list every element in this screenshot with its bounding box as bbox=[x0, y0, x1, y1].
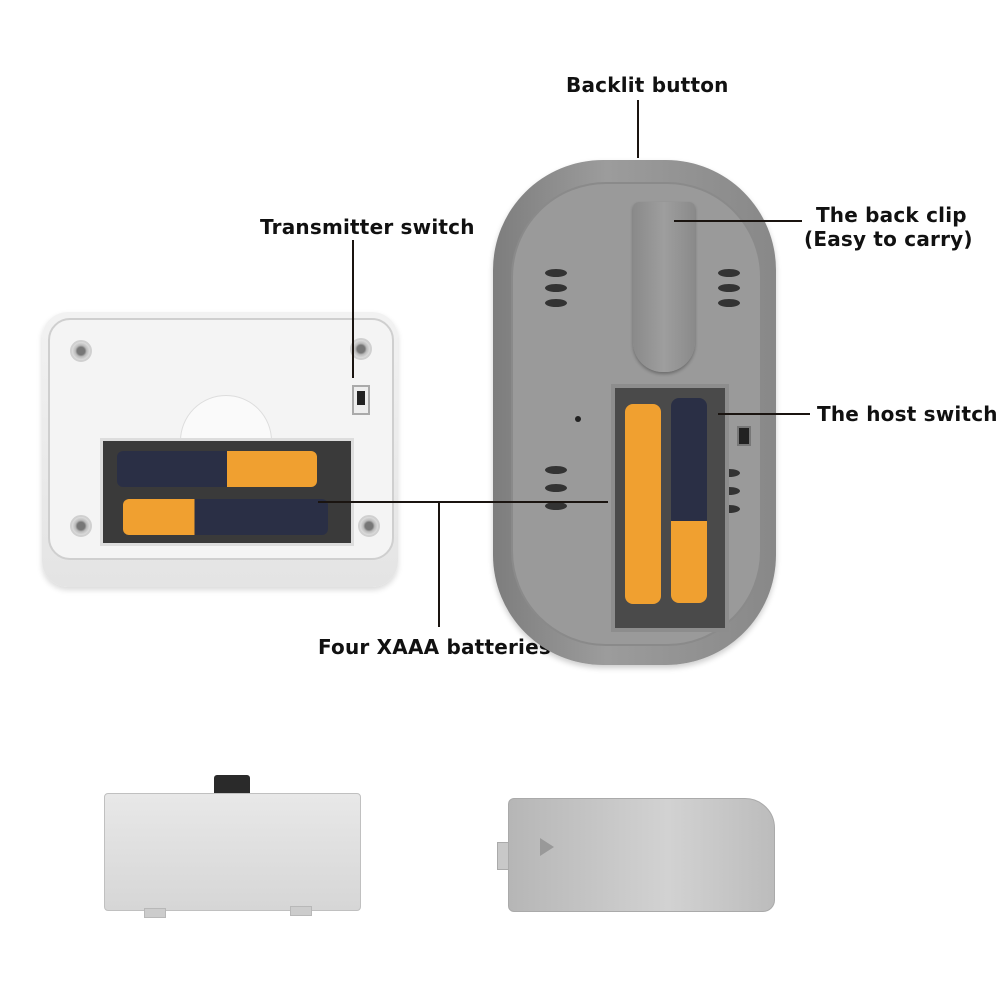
transmitter-battery-bay bbox=[100, 438, 354, 546]
vent-slot bbox=[718, 299, 740, 307]
leader-clip bbox=[674, 220, 802, 222]
label-batteries: Four XAAA batteries bbox=[318, 635, 551, 659]
label-transmitter-switch: Transmitter switch bbox=[260, 215, 475, 239]
reset-hole[interactable] bbox=[575, 416, 581, 422]
cover-foot bbox=[144, 908, 166, 918]
leader-backlit bbox=[637, 100, 639, 158]
battery-icon bbox=[123, 499, 328, 535]
vent-slot bbox=[718, 469, 740, 477]
battery-icon bbox=[671, 398, 707, 603]
leader-host-switch bbox=[718, 413, 810, 415]
vent-slot bbox=[718, 505, 740, 513]
vent-slot bbox=[545, 269, 567, 277]
screw-icon bbox=[358, 515, 380, 537]
screw-icon bbox=[350, 338, 372, 360]
arrow-right-icon bbox=[540, 838, 554, 856]
screw-icon bbox=[70, 340, 92, 362]
label-back-clip-line1: The back clip bbox=[815, 203, 967, 227]
transmitter-face bbox=[48, 318, 394, 560]
host-switch[interactable] bbox=[737, 426, 751, 446]
transmitter-battery-cover bbox=[104, 793, 361, 911]
vent-slot bbox=[545, 484, 567, 492]
vent-slot bbox=[545, 502, 567, 510]
vent-slot bbox=[545, 299, 567, 307]
transmitter-switch[interactable] bbox=[352, 385, 370, 415]
leader-transmitter-switch bbox=[352, 240, 354, 378]
battery-icon bbox=[625, 404, 661, 604]
label-host-switch: The host switch bbox=[817, 402, 998, 426]
label-back-clip-line2: (Easy to carry) bbox=[804, 227, 973, 251]
back-clip[interactable] bbox=[633, 202, 695, 372]
vent-slot bbox=[718, 269, 740, 277]
leader-batteries-h bbox=[318, 501, 608, 503]
battery-icon bbox=[117, 451, 317, 487]
label-backlit-button: Backlit button bbox=[566, 73, 729, 97]
screw-icon bbox=[70, 515, 92, 537]
vent-slot bbox=[718, 487, 740, 495]
vent-slot bbox=[545, 284, 567, 292]
vent-slot bbox=[545, 466, 567, 474]
transmitter-unit bbox=[42, 312, 398, 587]
transmitter-cover-latch bbox=[214, 775, 250, 795]
cover-foot bbox=[290, 906, 312, 916]
vent-slot bbox=[718, 284, 740, 292]
host-battery-bay bbox=[611, 384, 729, 632]
label-back-clip: The back clip (Easy to carry) bbox=[804, 203, 973, 251]
leader-batteries-v bbox=[438, 501, 440, 627]
